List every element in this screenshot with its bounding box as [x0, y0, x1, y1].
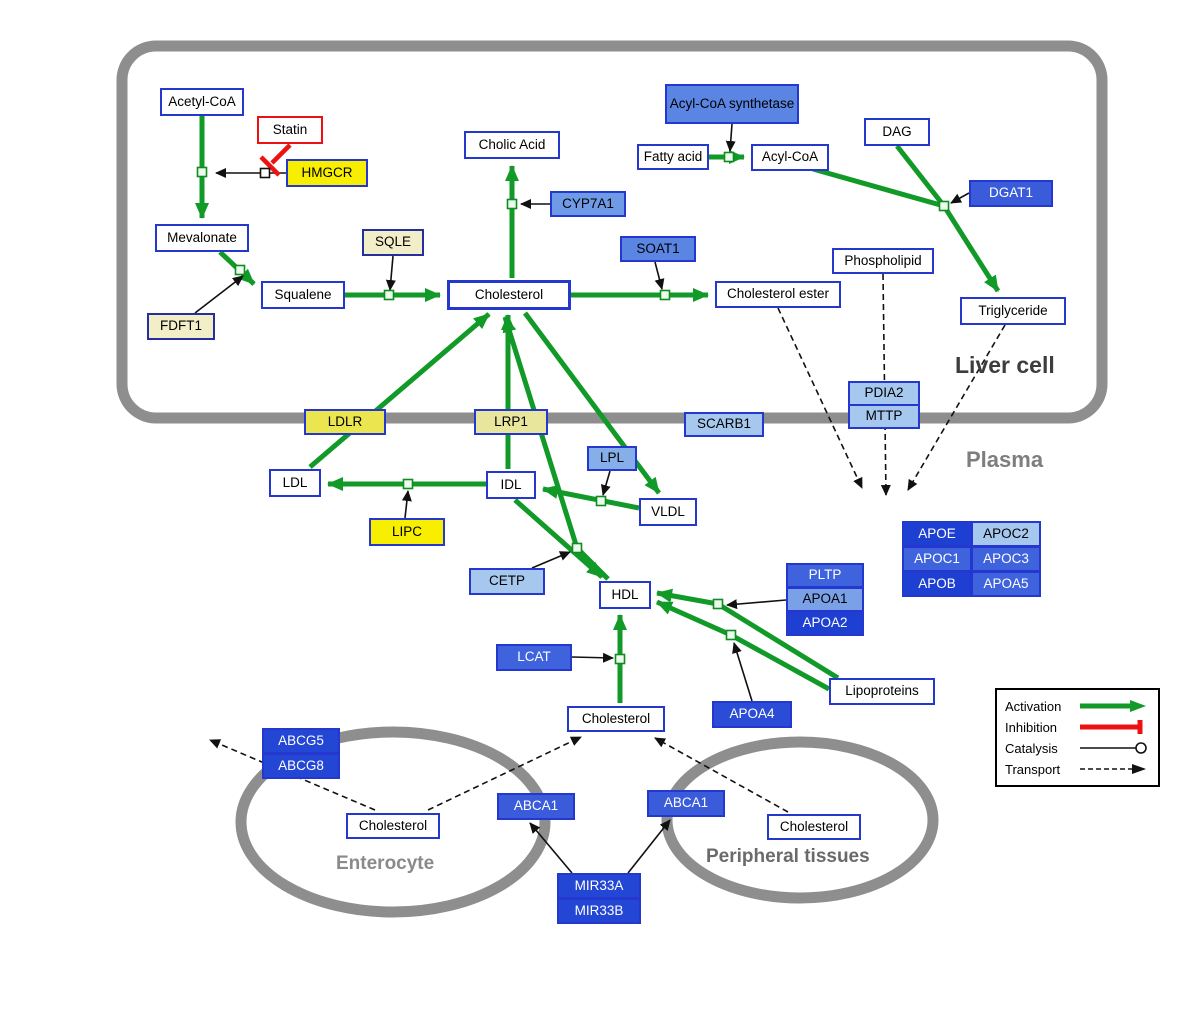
node-apoc1[interactable]: APOC1	[902, 546, 972, 572]
node-cholesterol-peripheral[interactable]: Cholesterol	[767, 814, 861, 840]
node-mttp[interactable]: MTTP	[848, 404, 920, 429]
legend-row-transport: Transport	[1005, 761, 1150, 777]
node-fdft1[interactable]: FDFT1	[147, 313, 215, 340]
transport-dashed-arrow-icon	[1080, 764, 1146, 774]
node-vldl[interactable]: VLDL	[639, 498, 697, 526]
node-apoa1[interactable]: APOA1	[786, 587, 864, 612]
legend-activation-label: Activation	[1005, 698, 1062, 714]
node-dag[interactable]: DAG	[864, 118, 930, 146]
node-cyp7a1[interactable]: CYP7A1	[550, 191, 626, 217]
compartment-shapes	[116, 40, 1108, 918]
node-apoa5[interactable]: APOA5	[971, 571, 1041, 597]
node-cholesterol-ester[interactable]: Cholesterol ester	[715, 281, 841, 308]
liver-cell-label: Liver cell	[955, 352, 1055, 378]
node-phospholipid[interactable]: Phospholipid	[832, 248, 934, 274]
node-abca1-left[interactable]: ABCA1	[497, 793, 575, 820]
peripheral-tissues-label: Peripheral tissues	[706, 846, 870, 867]
legend-row-inhibition: Inhibition	[1005, 719, 1150, 735]
node-cholesterol-enterocyte[interactable]: Cholesterol	[346, 813, 440, 839]
node-sqle[interactable]: SQLE	[362, 229, 424, 256]
reaction-nodes	[196, 151, 950, 665]
node-mir33b[interactable]: MIR33B	[557, 898, 641, 924]
node-lipc[interactable]: LIPC	[369, 518, 445, 546]
node-lpl[interactable]: LPL	[587, 446, 637, 471]
node-abcg8[interactable]: ABCG8	[262, 753, 340, 779]
node-mevalonate[interactable]: Mevalonate	[155, 224, 249, 252]
node-acyl-coa-synthetase[interactable]: Acyl-CoA synthetase	[665, 84, 799, 124]
node-apoe[interactable]: APOE	[902, 521, 972, 547]
node-abcg5[interactable]: ABCG5	[262, 728, 340, 754]
legend-inhibition-label: Inhibition	[1005, 719, 1058, 735]
node-pltp[interactable]: PLTP	[786, 563, 864, 588]
activation-arrow-icon	[1080, 700, 1146, 712]
legend-transport-label: Transport	[1005, 761, 1061, 777]
node-hdl[interactable]: HDL	[599, 581, 651, 609]
inhibition-edge	[259, 143, 292, 177]
node-statin[interactable]: Statin	[257, 116, 323, 144]
node-ldlr[interactable]: LDLR	[304, 409, 386, 435]
node-soat1[interactable]: SOAT1	[620, 236, 696, 262]
node-cholesterol-liver[interactable]: Cholesterol	[447, 280, 571, 310]
enterocyte-label: Enterocyte	[336, 853, 435, 874]
node-apoc2[interactable]: APOC2	[971, 521, 1041, 547]
legend: Activation Inhibition Catalysis Transpor…	[995, 688, 1160, 787]
node-lcat[interactable]: LCAT	[496, 644, 572, 671]
legend-catalysis-label: Catalysis	[1005, 740, 1058, 756]
node-mir33a[interactable]: MIR33A	[557, 873, 641, 899]
inhibition-bar-icon	[1080, 720, 1143, 734]
node-squalene[interactable]: Squalene	[261, 281, 345, 309]
node-apob[interactable]: APOB	[902, 571, 972, 597]
node-abca1-right[interactable]: ABCA1	[647, 790, 725, 817]
node-acetyl-coa[interactable]: Acetyl-CoA	[160, 88, 244, 116]
node-ldl[interactable]: LDL	[269, 469, 321, 497]
node-acyl-coa[interactable]: Acyl-CoA	[751, 144, 829, 171]
node-triglyceride[interactable]: Triglyceride	[960, 297, 1066, 325]
node-apoa2[interactable]: APOA2	[786, 611, 864, 636]
node-cetp[interactable]: CETP	[469, 568, 545, 595]
node-fatty-acid[interactable]: Fatty acid	[637, 144, 709, 170]
node-lrp1[interactable]: LRP1	[474, 409, 548, 435]
legend-row-activation: Activation	[1005, 698, 1150, 714]
node-dgat1[interactable]: DGAT1	[969, 180, 1053, 207]
catalysis-circle-icon	[1080, 742, 1147, 754]
plasma-label: Plasma	[966, 447, 1044, 472]
legend-row-catalysis: Catalysis	[1005, 740, 1150, 756]
node-cholesterol-plasma[interactable]: Cholesterol	[567, 706, 665, 732]
node-cholic-acid[interactable]: Cholic Acid	[464, 131, 560, 159]
node-idl[interactable]: IDL	[486, 471, 536, 499]
node-scarb1[interactable]: SCARB1	[684, 412, 764, 437]
node-pdia2[interactable]: PDIA2	[848, 381, 920, 406]
node-apoa4[interactable]: APOA4	[712, 701, 792, 728]
node-hmgcr[interactable]: HMGCR	[286, 159, 368, 187]
node-lipoproteins[interactable]: Lipoproteins	[829, 678, 935, 705]
node-apoc3[interactable]: APOC3	[971, 546, 1041, 572]
